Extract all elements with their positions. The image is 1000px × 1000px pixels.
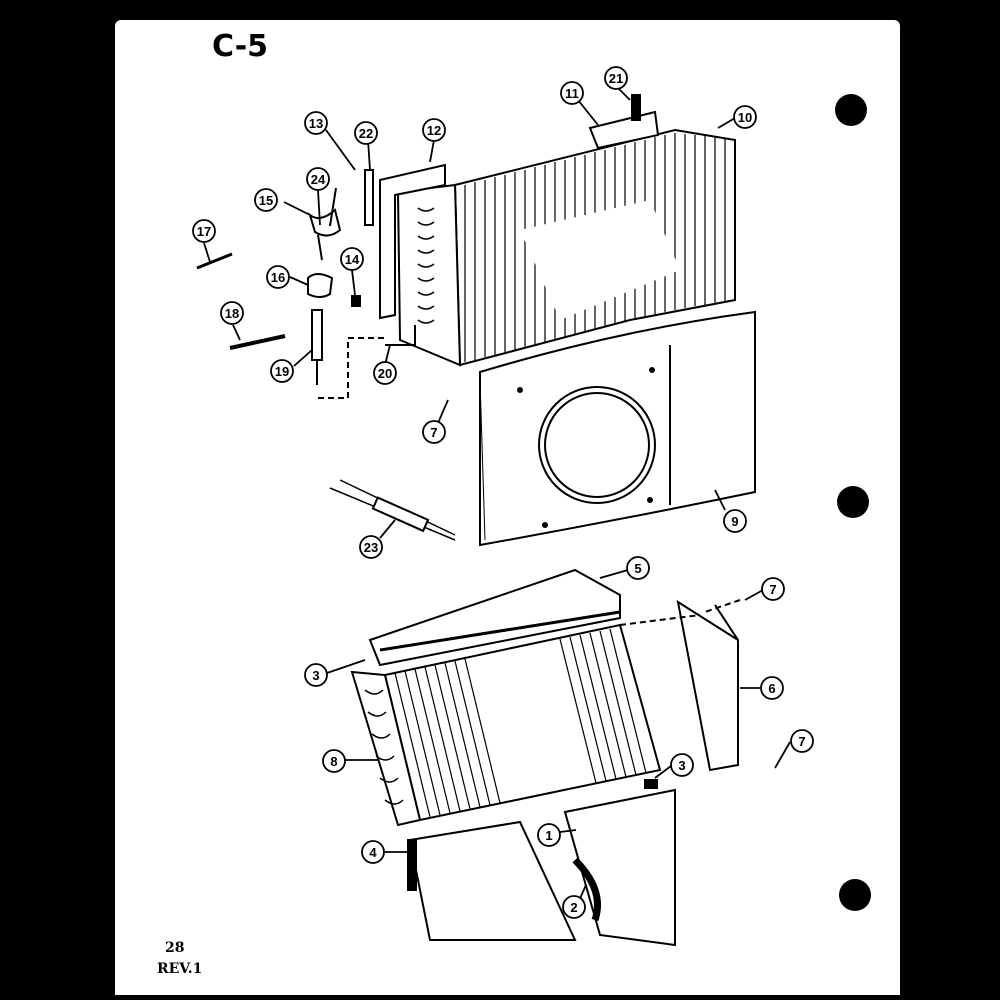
callout-19: 19 xyxy=(275,364,289,379)
callout-12: 12 xyxy=(427,123,441,138)
foam-strip-22 xyxy=(364,169,374,226)
revision-label: REV.1 xyxy=(157,961,202,977)
callout-10: 10 xyxy=(738,110,752,125)
evaporator-end-plate xyxy=(396,183,462,367)
capillary-tube-assembly xyxy=(196,187,416,399)
callout-17: 17 xyxy=(197,224,211,239)
base-pan-left xyxy=(408,820,577,941)
condenser-coil xyxy=(350,623,662,827)
callout-5: 5 xyxy=(634,561,641,576)
power-cord xyxy=(329,479,456,541)
drain-hose xyxy=(572,857,601,922)
callout-9: 9 xyxy=(731,514,738,529)
punch-hole xyxy=(835,94,867,126)
callout-13: 13 xyxy=(309,116,323,131)
callout-23: 23 xyxy=(364,540,378,555)
callout-3a: 3 xyxy=(312,668,319,683)
insulation-strip-4 xyxy=(407,839,417,891)
callout-14: 14 xyxy=(345,252,360,267)
callout-15: 15 xyxy=(259,193,273,208)
callout-1: 1 xyxy=(545,828,552,843)
punch-hole xyxy=(837,486,869,518)
callout-16: 16 xyxy=(271,270,285,285)
base-pan-right xyxy=(563,788,676,947)
callout-22: 22 xyxy=(359,126,373,141)
callout-2: 2 xyxy=(570,900,577,915)
callout-24: 24 xyxy=(311,172,326,187)
callout-18: 18 xyxy=(225,306,239,321)
page-number: 28 xyxy=(165,940,184,956)
punch-hole xyxy=(839,879,871,911)
callout-11: 11 xyxy=(565,86,579,101)
evaporator-coil xyxy=(453,128,736,367)
callout-20: 20 xyxy=(378,366,392,381)
page-title: C-5 xyxy=(212,29,268,64)
callout-7c: 7 xyxy=(798,734,805,749)
callout-6: 6 xyxy=(768,681,775,696)
coil-bracket-12 xyxy=(379,163,446,320)
callout-3b: 3 xyxy=(678,758,685,773)
callout-8: 8 xyxy=(330,754,337,769)
orifice-panel xyxy=(479,310,756,547)
callout-7a: 7 xyxy=(430,425,437,440)
callout-7b: 7 xyxy=(769,582,776,597)
callout-21: 21 xyxy=(609,71,623,86)
callout-4: 4 xyxy=(369,845,377,860)
foam-strip-21 xyxy=(631,94,641,121)
insulation-strip-3 xyxy=(644,779,658,789)
side-shroud xyxy=(676,599,739,772)
